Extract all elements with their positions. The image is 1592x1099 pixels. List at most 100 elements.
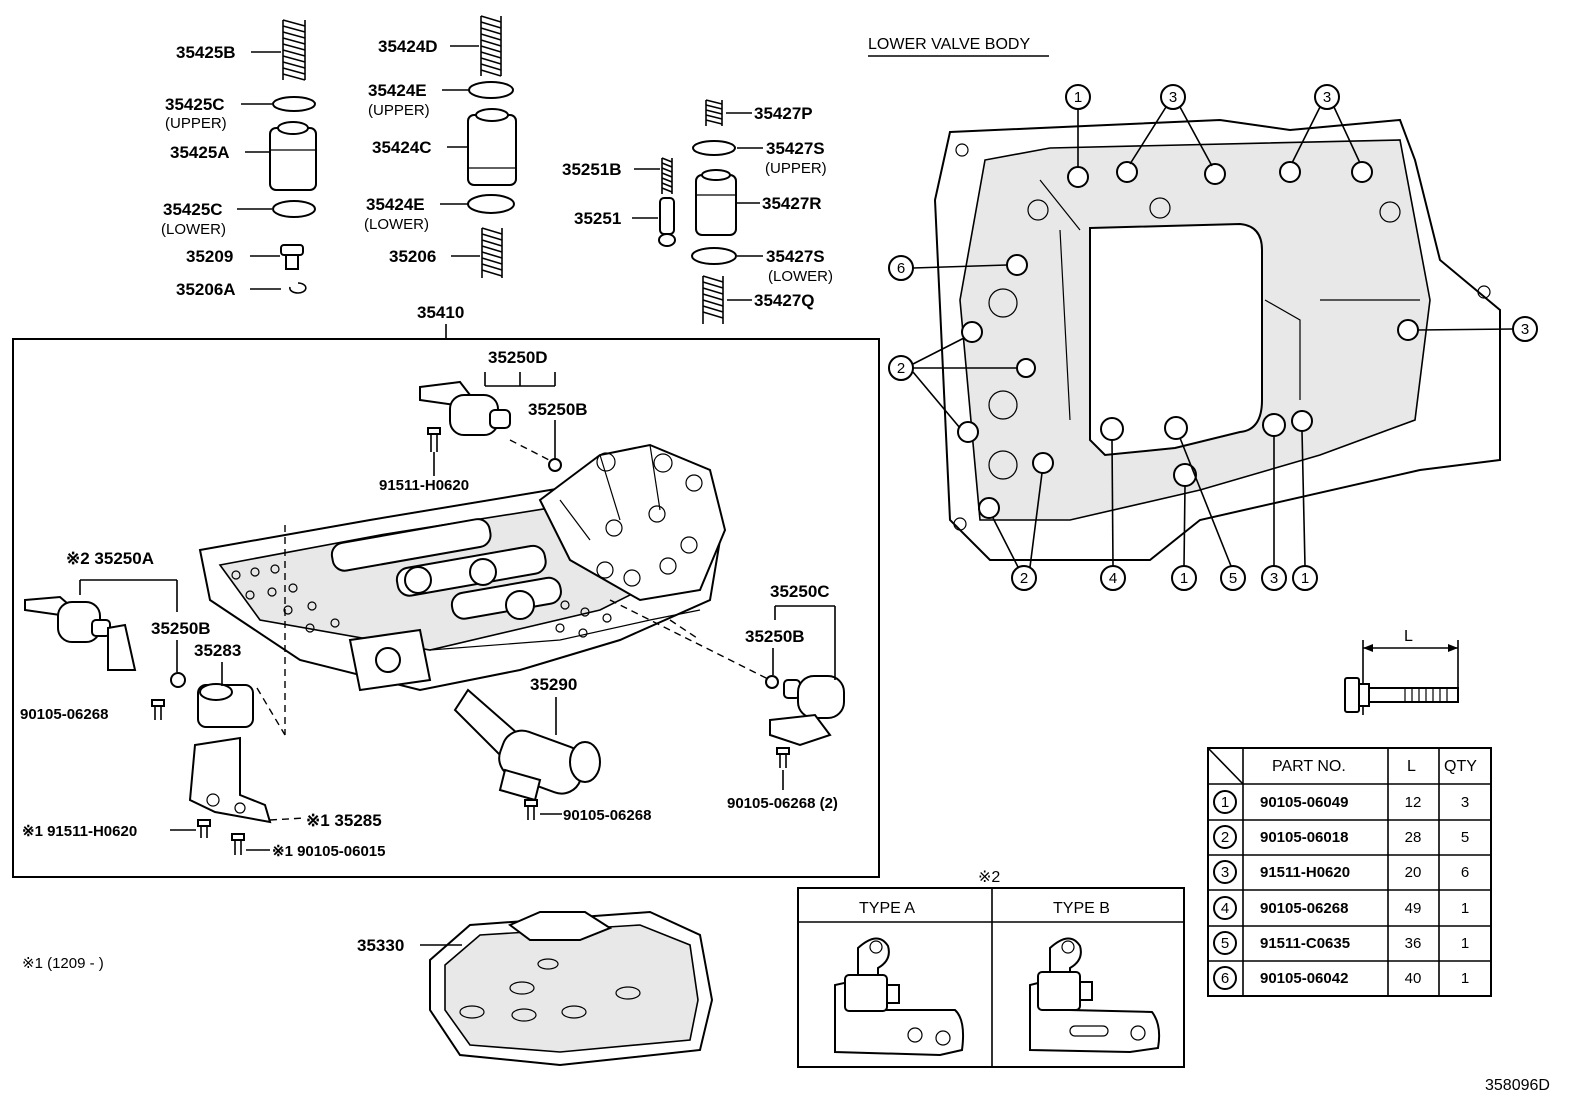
solenoid-35250D — [419, 380, 562, 472]
svg-text:1: 1 — [1461, 935, 1469, 952]
bolt-number-callouts: 1 3 3 6 3 2 2 4 — [888, 84, 1538, 591]
part-35283 — [197, 683, 254, 728]
table-row: 6 90105-06042 40 1 — [1213, 966, 1469, 990]
callout-35290: 35290 — [530, 675, 577, 694]
bolt-90105-06268-b — [524, 799, 538, 820]
table-row: 3 91511-H0620 20 6 — [1213, 860, 1469, 884]
callout-35424D: 35424D — [378, 37, 438, 56]
solenoid-35290 — [453, 688, 601, 820]
callout-35250B-a: 35250B — [528, 400, 588, 419]
svg-text:1: 1 — [1461, 900, 1469, 917]
callout-35206A: 35206A — [176, 280, 236, 299]
sleeve-35424C — [467, 108, 517, 186]
valve-body-assembly-frame — [12, 338, 880, 878]
callout-91511-H0620-b: ※1 91511-H0620 — [22, 823, 137, 840]
callout-35206: 35206 — [389, 247, 436, 266]
bolt-90105-06268-a — [151, 699, 165, 720]
type-a-solenoid — [834, 937, 965, 1057]
callout-35424E-lower: 35424E — [366, 195, 425, 214]
type-b-solenoid — [1029, 937, 1161, 1054]
svg-text:90105-06018: 90105-06018 — [1260, 829, 1348, 846]
callout-35250A: ※2 35250A — [66, 549, 154, 568]
label-lower-2: (LOWER) — [364, 216, 429, 233]
table-row: 2 90105-06018 28 5 — [1213, 825, 1469, 849]
oring-35425C-upper — [272, 96, 316, 112]
svg-text:3: 3 — [1169, 89, 1177, 106]
sleeve-35425A — [269, 121, 317, 191]
bolt-locations — [957, 161, 1419, 519]
table-row: 4 90105-06268 49 1 — [1213, 896, 1469, 920]
lower-valve-body-title: LOWER VALVE BODY — [868, 36, 1030, 53]
table-header-l: L — [1407, 758, 1416, 775]
svg-text:1: 1 — [1180, 570, 1188, 587]
svg-text:49: 49 — [1405, 900, 1422, 917]
valve-parts-group-3: 35427P 35427S (UPPER) 35427R 35427S (LOW… — [562, 99, 833, 324]
label-lower-1: (LOWER) — [161, 221, 226, 238]
bolt-callout-2-bottom: 2 — [992, 472, 1043, 591]
svg-text:6: 6 — [1221, 970, 1229, 987]
valve-35251 — [658, 197, 676, 247]
svg-text:1: 1 — [1221, 794, 1229, 811]
bolt-callout-6: 6 — [888, 255, 1008, 281]
oring-35427S-lower — [691, 247, 737, 265]
svg-text:2: 2 — [897, 360, 905, 377]
callout-90105-06268-a: 90105-06268 — [20, 706, 108, 723]
bolt-callout-3-right: 3 — [1417, 316, 1538, 342]
oring-35424E-lower — [467, 194, 515, 214]
callout-35427Q: 35427Q — [754, 291, 815, 310]
bolt-callout-4: 4 — [1100, 439, 1126, 591]
bracket-35285 — [188, 736, 272, 824]
svg-text:3: 3 — [1461, 794, 1469, 811]
lower-valve-body-illustration — [933, 118, 1501, 561]
bolt-91511-H0620 — [427, 427, 441, 452]
oring-35425C-lower — [272, 200, 316, 218]
svg-text:3: 3 — [1323, 89, 1331, 106]
spring-35425B — [282, 19, 306, 81]
callout-35425C-lower: 35425C — [163, 200, 223, 219]
callout-35427S-upper: 35427S — [766, 139, 825, 158]
svg-text:3: 3 — [1221, 864, 1229, 881]
sleeve-35427R — [695, 169, 737, 236]
spring-35427P — [705, 99, 723, 126]
svg-text:91511-C0635: 91511-C0635 — [1260, 935, 1350, 952]
svg-text:1: 1 — [1461, 970, 1469, 987]
svg-text:36: 36 — [1405, 935, 1422, 952]
label-lower-3: (LOWER) — [768, 268, 833, 285]
callout-35285: ※1 35285 — [306, 811, 382, 830]
callout-35250B-b: 35250B — [151, 619, 211, 638]
svg-text:40: 40 — [1405, 970, 1422, 987]
svg-text:6: 6 — [897, 260, 905, 277]
callout-35251B: 35251B — [562, 160, 622, 179]
callout-35425C-upper: 35425C — [165, 95, 225, 114]
solenoid-35250A — [24, 595, 186, 720]
svg-text:5: 5 — [1461, 829, 1469, 846]
dimension-L-label: L — [1404, 628, 1413, 645]
bolt-callout-3-top-b: 3 — [1291, 84, 1361, 164]
valve-parts-group-1: 35425B 35425C (UPPER) 35425A 35425C (LOW… — [161, 19, 317, 299]
svg-text:1: 1 — [1301, 570, 1309, 587]
svg-text:12: 12 — [1405, 794, 1422, 811]
callout-90105-06268-b: 90105-06268 — [563, 807, 651, 824]
bolt-91511-H0620-b — [197, 819, 211, 838]
spring-35251B — [661, 157, 673, 194]
type-box: TYPE A TYPE B — [797, 887, 1185, 1068]
valve-parts-group-2: 35424D 35424E (UPPER) 35424C 35424E (LOW… — [364, 15, 517, 278]
oring-35427S-upper — [692, 140, 736, 156]
callout-35283: 35283 — [194, 641, 241, 660]
svg-text:90105-06049: 90105-06049 — [1260, 794, 1348, 811]
oring-35424E-upper — [468, 81, 514, 99]
label-upper-2: (UPPER) — [368, 102, 430, 119]
note-1: ※1 (1209 - ) — [22, 955, 104, 972]
plug-35209 — [280, 244, 304, 270]
svg-text:5: 5 — [1221, 935, 1229, 952]
svg-text:3: 3 — [1270, 570, 1278, 587]
label-upper-1: (UPPER) — [165, 115, 227, 132]
table-header-part-no: PART NO. — [1272, 758, 1346, 775]
assembly-lines — [256, 439, 771, 736]
spring-35424D — [480, 15, 502, 77]
bolt-callout-5: 5 — [1179, 437, 1246, 591]
bolt-callout-1-bottom-a: 1 — [1171, 485, 1197, 591]
svg-text:90105-06268: 90105-06268 — [1260, 900, 1348, 917]
svg-text:4: 4 — [1221, 900, 1229, 917]
